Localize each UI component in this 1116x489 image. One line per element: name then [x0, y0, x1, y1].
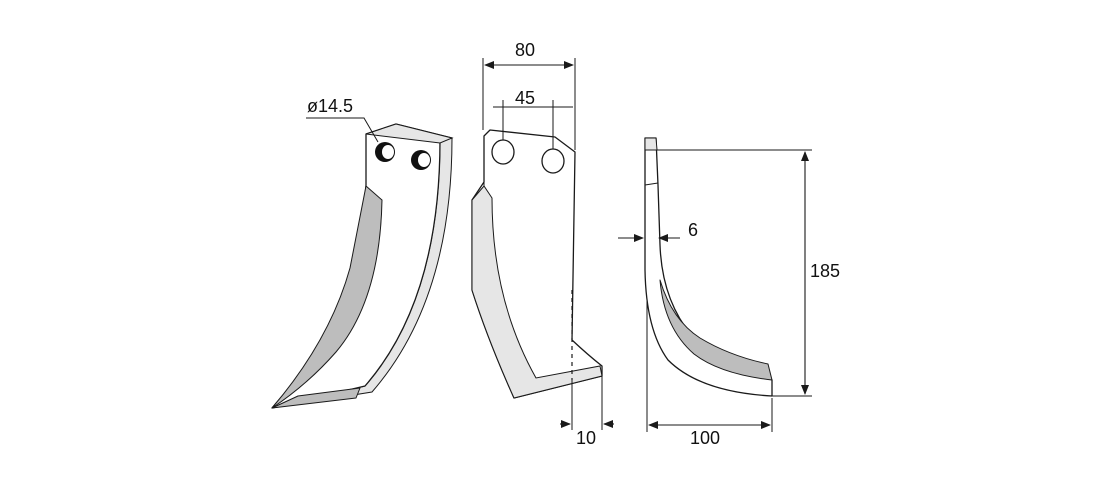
front-hole-1	[491, 139, 515, 165]
hole-spacing-label: 45	[515, 88, 535, 108]
overall-width-label: 80	[515, 40, 535, 60]
blade-tip-bevel	[271, 387, 361, 409]
blade-perspective-view: ø14.5	[271, 96, 454, 409]
depth-label: 100	[690, 428, 720, 448]
front-hole-2	[541, 148, 565, 174]
mounting-hole-1	[375, 142, 395, 162]
thickness-label: 6	[688, 220, 698, 240]
tip-width-label: 10	[576, 428, 596, 448]
blade-front-bevel	[471, 185, 603, 399]
blade-front-view: 80 45 10	[471, 40, 614, 448]
blade-bevel	[271, 185, 383, 409]
blade-side-bevel	[659, 279, 773, 381]
mounting-hole-2	[411, 150, 431, 170]
blade-side-view: 6 185 100	[618, 137, 840, 448]
hole-diameter-label: ø14.5	[307, 96, 353, 116]
height-label: 185	[810, 261, 840, 281]
diameter-leader-line	[306, 117, 379, 143]
blade-top-edge	[365, 123, 454, 144]
